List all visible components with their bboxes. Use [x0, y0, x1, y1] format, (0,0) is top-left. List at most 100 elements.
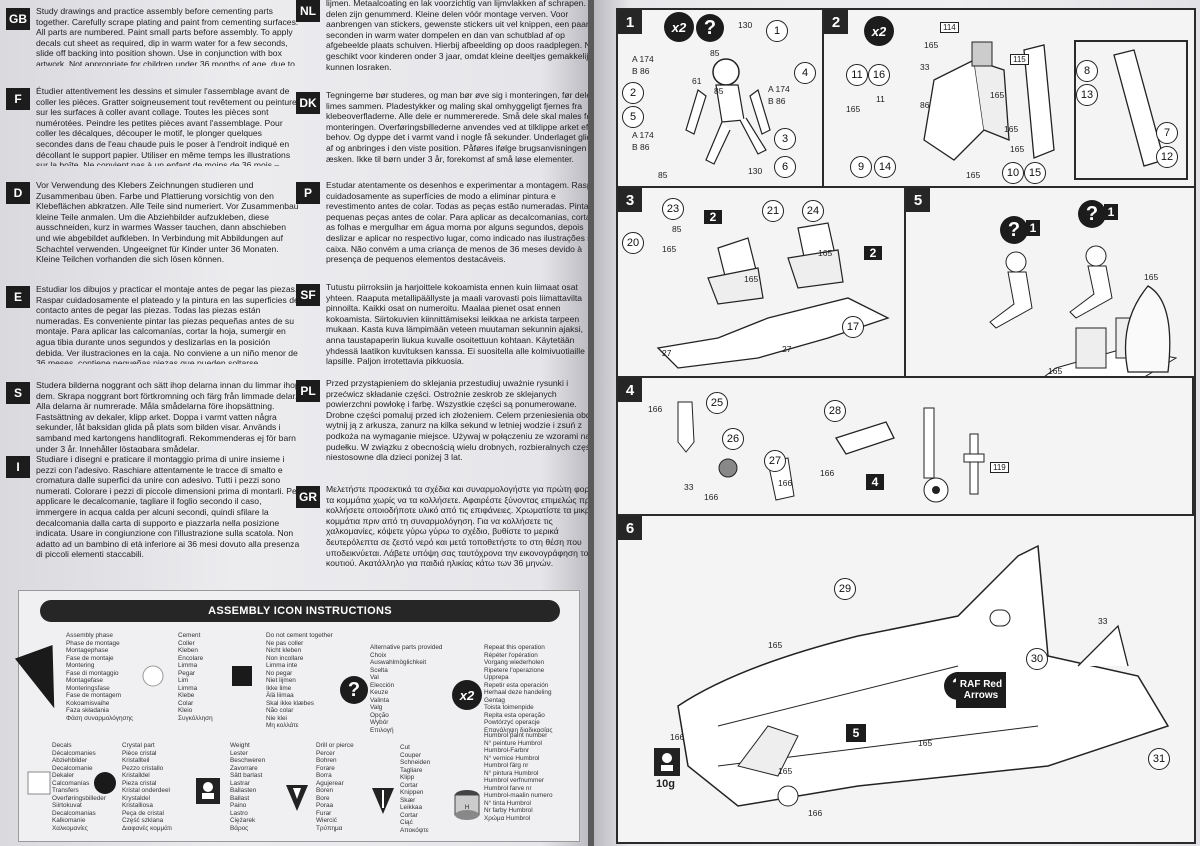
cut-icon: [372, 788, 394, 814]
icon-label: Repetir esta operación: [484, 681, 549, 689]
icon-label: Decalcomanias: [52, 809, 96, 817]
icon-label: Pièce cristal: [122, 749, 157, 757]
gear-door-drawing: [835, 421, 895, 455]
icon-label: Peça de cristal: [122, 809, 164, 817]
callout-6: 6: [774, 156, 796, 178]
icon-label: Pegar: [178, 669, 196, 677]
icon-label: Lim: [178, 677, 189, 684]
step-4-panel: 4 25 26 27 166 33 166 166: [616, 376, 820, 516]
right-page: 1 x2 ? 1 2 4 5 3 6 130 85 61 85 A 174 B …: [594, 0, 1200, 846]
tag-5: 5: [846, 724, 866, 742]
instruction-text: Tutustu piirroksiin ja harjoittele kokoa…: [326, 282, 585, 367]
icon-label: Humbrol farve nr: [484, 784, 532, 792]
icon-label: Não colar: [266, 707, 294, 714]
drill-icon: [286, 785, 308, 811]
icon-label: Klebe: [178, 692, 195, 699]
icon-label: Monteringsfase: [66, 684, 110, 692]
icon-label: Ripetere l'operazione: [484, 666, 545, 674]
callout-10: 10: [1002, 162, 1024, 184]
icon-label: Klipp: [400, 774, 415, 781]
question-badge: ?: [696, 14, 724, 42]
gear-detail-drawing: [963, 433, 985, 495]
icon-label: Τρύπημα: [316, 824, 343, 832]
icon-label: Siirtokuvat: [52, 802, 82, 809]
icon-label: Opção: [370, 711, 389, 719]
step-number: 1: [618, 10, 642, 34]
x2-badge: x2: [864, 16, 894, 46]
icon-label: Upprepa: [484, 674, 509, 681]
icon-label: Phase de montage: [66, 639, 120, 647]
icon-label: Leikkaa: [400, 804, 423, 811]
instruction-text: lijmen. Metaalcoating en lak voorzichtig…: [326, 0, 588, 72]
instruction-text: Vor Verwendung des Klebers Zeichnungen s…: [36, 180, 299, 265]
instruction-text: Studiare i disegni e praticare il montag…: [36, 454, 300, 560]
callout-15: 15: [1024, 162, 1046, 184]
icon-label: Ballasten: [230, 787, 257, 794]
icon-label: Montagephase: [66, 647, 109, 654]
step-number: 6: [618, 516, 642, 540]
icon-label: Calcomanías: [52, 779, 90, 787]
icon-label: Poraa: [316, 802, 334, 809]
language-code-badge: F: [6, 88, 30, 110]
instruction-text: Μελετήστε προσεκτικά τα σχέδια και συναρ…: [326, 484, 588, 569]
callout-13: 13: [1076, 84, 1098, 106]
icon-label: N° peinture Humbrol: [484, 739, 542, 747]
icon-label: N° pintura Humbrol: [484, 769, 539, 777]
callout-26: 26: [722, 428, 744, 450]
icon-label: Limma: [178, 662, 198, 669]
icon-label: Drill or pierce: [316, 742, 354, 749]
icon-label: Humbrol verfnummer: [484, 777, 545, 784]
instruction-text: Study drawings and practice assembly bef…: [36, 6, 299, 66]
icon-label: Keuze: [370, 689, 389, 696]
question-badge: ?: [1078, 200, 1106, 228]
icon-label: Επανάληψη διαδικασίας: [484, 726, 553, 734]
icon-label: Lastrar: [230, 779, 250, 787]
icon-label: Agujerear: [316, 779, 344, 787]
icon-label: Schneiden: [400, 759, 431, 766]
callout-3: 3: [774, 128, 796, 150]
instruction-text: Étudier attentivement les dessins et sim…: [36, 86, 297, 166]
icon-label: Lastro: [230, 809, 248, 817]
callout-27: 27: [764, 450, 786, 472]
icon-label: Humbrol paint number: [484, 732, 548, 739]
icon-label: N° vernice Humbrol: [484, 754, 540, 762]
instruction-text: Studera bilderna noggrant och sätt ihop …: [36, 380, 300, 452]
callout-2: 2: [622, 82, 644, 104]
icon-label: Choix: [370, 651, 387, 659]
black-circle-icon: [94, 772, 116, 794]
step-2-panel: 2 x2 114 115 11 16 8 13 7 12 9 14 10 15 …: [822, 8, 1196, 188]
x2-icon: x2: [452, 680, 482, 710]
icon-label: Ikke lime: [266, 684, 292, 692]
callout-30: 30: [1026, 648, 1048, 670]
callout-12: 12: [1156, 146, 1178, 168]
callout-24: 24: [802, 200, 824, 222]
tag-2: 2: [864, 246, 882, 260]
icon-label: Kristallteil: [122, 757, 150, 764]
icon-label: Vorgang wiederholen: [484, 659, 545, 666]
icon-label: Elección: [370, 681, 395, 689]
callout-20: 20: [622, 232, 644, 254]
callout-28: 28: [824, 400, 846, 422]
icon-label: Overføringsbilleder: [52, 794, 106, 802]
callout-17: 17: [842, 316, 864, 338]
assembly-icon-instructions-title: ASSEMBLY ICON INSTRUCTIONS: [40, 600, 560, 622]
icon-label: Répéter l'opération: [484, 651, 538, 659]
icon-label: Część szklana: [122, 817, 164, 824]
step-number: 2: [824, 10, 848, 34]
icon-label: Limma inte: [266, 662, 298, 669]
icon-label: N° tinta Humbrol: [484, 799, 531, 807]
icon-label: Sätt barlast: [230, 772, 263, 779]
icon-label: Pezzo cristallo: [122, 764, 164, 772]
language-code-badge: I: [6, 456, 30, 478]
callout-7: 7: [1156, 122, 1178, 144]
icon-label: Montagefase: [66, 677, 103, 684]
question-badge: ?: [1000, 216, 1028, 244]
language-code-badge: PL: [296, 380, 320, 402]
